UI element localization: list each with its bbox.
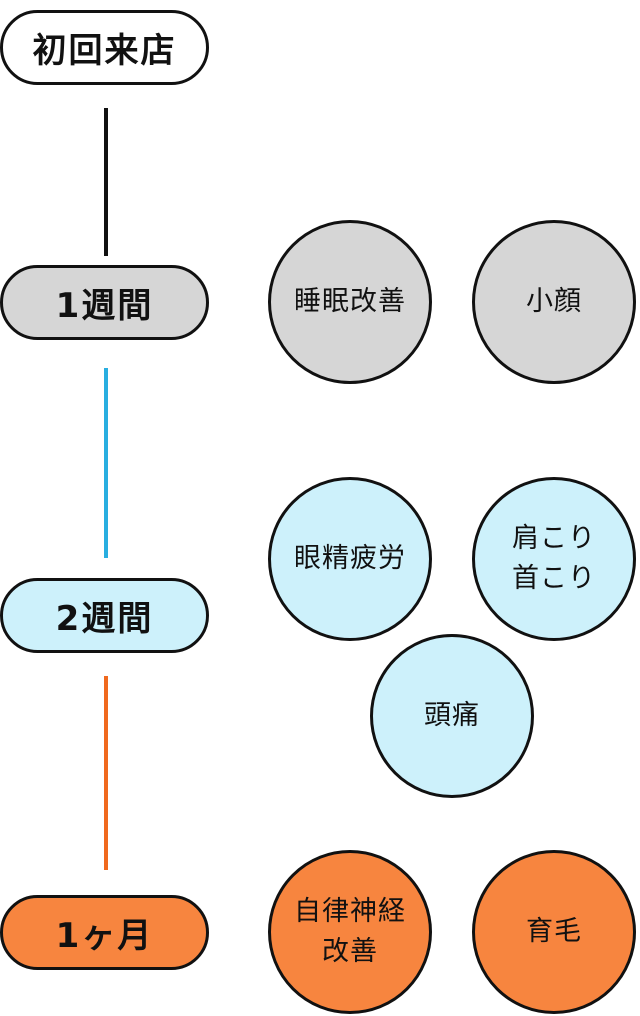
benefit-label-line2: 改善 bbox=[322, 936, 378, 967]
benefit-small-face: 小顔 bbox=[472, 220, 636, 384]
benefit-label: 育毛 bbox=[526, 916, 582, 947]
stage-week2-label: 2週間 bbox=[55, 599, 154, 639]
stage-week1: 1週間 bbox=[0, 265, 209, 340]
stage-first-visit: 初回来店 bbox=[0, 10, 209, 85]
benefit-shoulder-neck: 肩こり 首こり bbox=[472, 477, 636, 641]
stage-week1-label: 1週間 bbox=[55, 286, 154, 326]
benefit-hair-growth: 育毛 bbox=[472, 850, 636, 1014]
benefit-label: 頭痛 bbox=[424, 700, 480, 731]
benefit-label-line1: 肩こり bbox=[512, 523, 596, 554]
benefit-label: 眼精疲労 bbox=[294, 543, 406, 574]
connector-week2-to-month1 bbox=[104, 676, 108, 870]
connector-first-to-week1 bbox=[104, 108, 108, 256]
stage-first-visit-label: 初回来店 bbox=[32, 31, 177, 71]
benefit-headache: 頭痛 bbox=[370, 634, 534, 798]
stage-month1-label: 1ヶ月 bbox=[55, 916, 154, 956]
benefit-label: 睡眠改善 bbox=[294, 286, 406, 317]
benefit-label-line2: 首こり bbox=[512, 563, 596, 594]
benefit-eye-strain: 眼精疲労 bbox=[268, 477, 432, 641]
benefit-label-line1: 自律神経 bbox=[294, 896, 406, 927]
benefit-sleep-improvement: 睡眠改善 bbox=[268, 220, 432, 384]
benefit-label: 小顔 bbox=[526, 286, 582, 317]
stage-week2: 2週間 bbox=[0, 578, 209, 653]
benefit-autonomic-nerve: 自律神経 改善 bbox=[268, 850, 432, 1014]
stage-month1: 1ヶ月 bbox=[0, 895, 209, 970]
connector-week1-to-week2 bbox=[104, 368, 108, 558]
